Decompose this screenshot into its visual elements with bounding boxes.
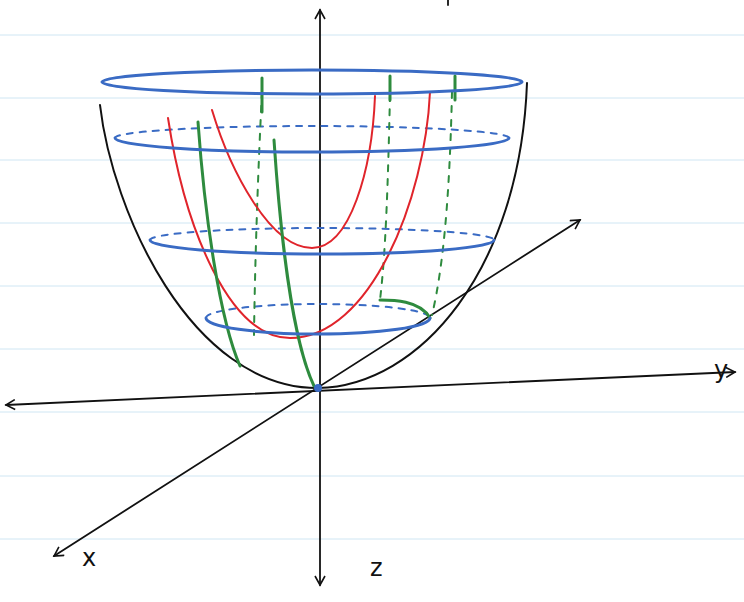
axis-label: x xyxy=(82,546,96,570)
axis-label: z xyxy=(370,556,383,580)
green-sections xyxy=(198,76,455,386)
paraboloid-outline xyxy=(100,83,527,388)
hidden-vertical-sections xyxy=(254,92,452,335)
x-axis xyxy=(54,220,580,556)
axis-label: y xyxy=(714,358,728,382)
ruled-lines xyxy=(0,35,744,539)
axes xyxy=(6,0,735,585)
origin-dot xyxy=(314,384,322,392)
vertical-axis xyxy=(319,10,321,585)
tick-mark xyxy=(447,0,449,5)
level-curves xyxy=(102,70,522,334)
